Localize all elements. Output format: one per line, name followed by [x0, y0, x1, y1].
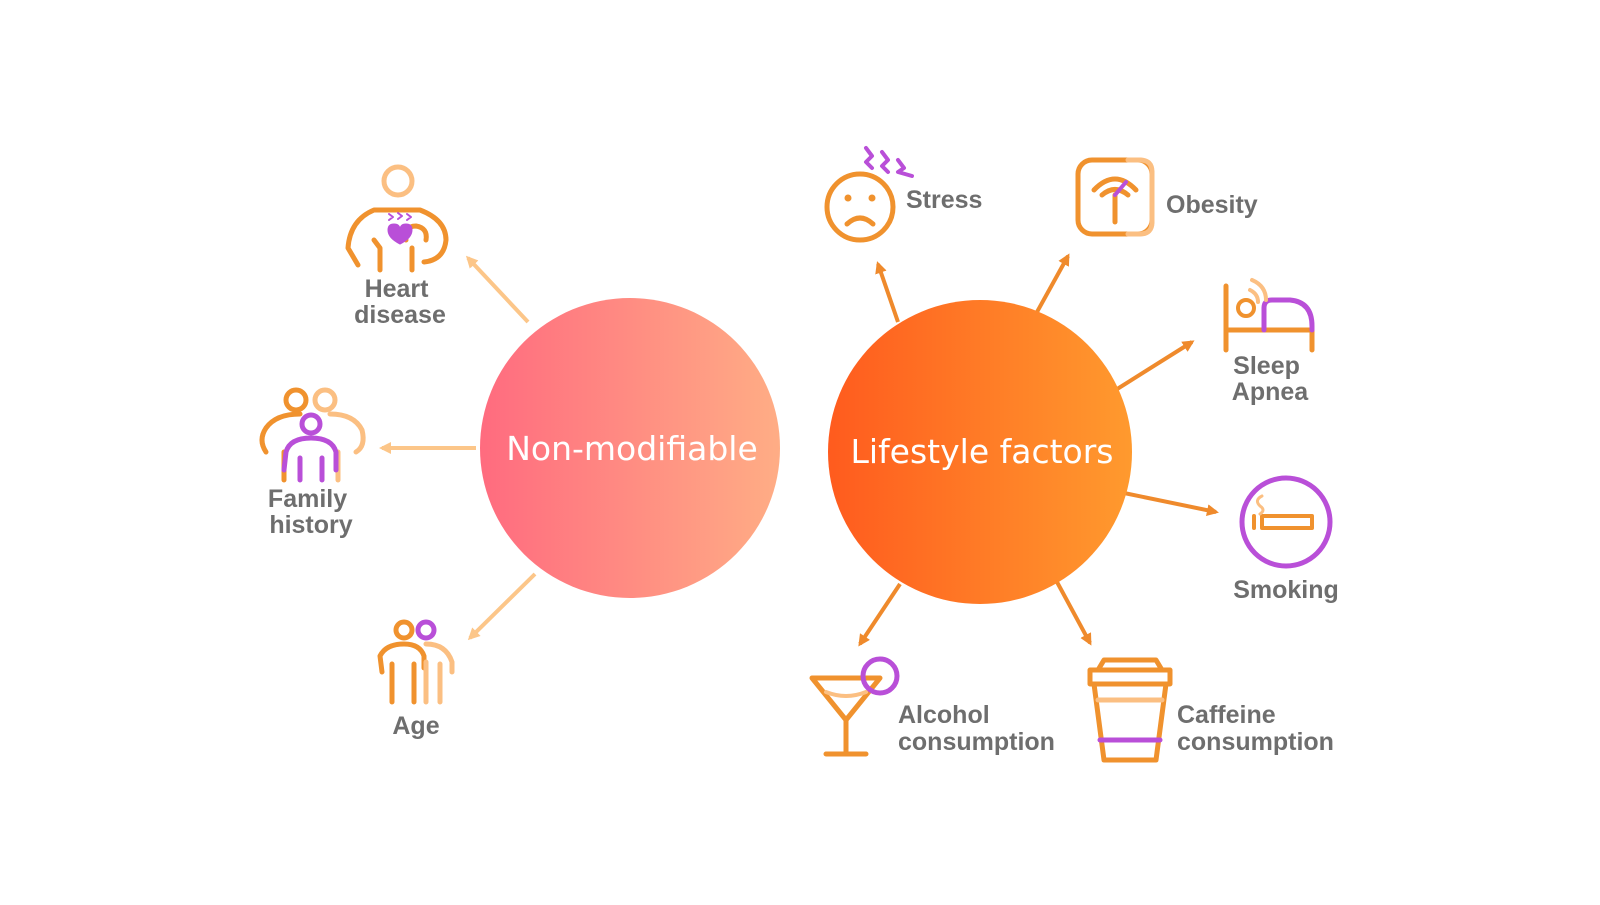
caffeine-label-line1: Caffeine: [1177, 701, 1276, 729]
stress-label: Stress: [906, 186, 982, 214]
sleep-apnea-label-line2: Apnea: [1232, 378, 1310, 406]
arrow-to-smoking: [1123, 491, 1219, 517]
bed-icon: [1223, 278, 1315, 353]
family-icon: [259, 387, 366, 483]
arrows-lifestyle: [858, 253, 1219, 647]
arrow-to-caffeine: [1055, 581, 1092, 646]
hub-lifestyle: Lifestyle factors: [828, 300, 1132, 604]
arrow-to-alcohol: [858, 582, 902, 647]
factor-obesity: Obesity: [1075, 157, 1258, 237]
arrow-to-age: [467, 572, 537, 641]
scale-icon: [1075, 157, 1155, 237]
sleep-apnea-label: Sleep Apnea: [1232, 352, 1310, 406]
sad-face-icon: [824, 146, 914, 243]
family-history-label-line1: Family: [268, 485, 347, 513]
alcohol-label-line1: Alcohol: [898, 701, 990, 729]
hub-non-modifiable-circle: [480, 298, 780, 598]
arrow-to-stress: [875, 261, 900, 323]
factor-caffeine: Caffeine consumption: [1087, 657, 1334, 763]
factor-smoking: Smoking: [1233, 475, 1339, 604]
age-label: Age: [392, 712, 439, 740]
hub-non-modifiable: Non-modifiable: [480, 298, 780, 598]
heart-disease-label: Heart disease: [354, 275, 446, 329]
caffeine-label-line2: consumption: [1177, 728, 1334, 756]
heart-disease-icon: [345, 164, 449, 273]
factor-stress: Stress: [824, 146, 982, 243]
no-smoking-icon: [1239, 475, 1333, 569]
hub-lifestyle-label: Lifestyle factors: [851, 432, 1114, 471]
arrows-non-modifiable: [379, 255, 537, 641]
caffeine-label: Caffeine consumption: [1177, 701, 1334, 756]
elderly-couple-icon: [377, 619, 455, 705]
factor-sleep-apnea: Sleep Apnea: [1223, 278, 1315, 406]
obesity-label-line1: Obesity: [1166, 191, 1258, 219]
stress-label-line1: Stress: [906, 186, 982, 214]
smoking-label-line1: Smoking: [1233, 576, 1339, 604]
sleep-apnea-label-line1: Sleep: [1233, 352, 1300, 380]
obesity-label: Obesity: [1166, 191, 1258, 219]
alcohol-label: Alcohol consumption: [898, 701, 1055, 756]
hub-non-modifiable-label: Non-modifiable: [506, 429, 758, 468]
arrow-to-obesity: [1035, 253, 1070, 313]
hub-lifestyle-circle: [828, 300, 1132, 604]
heart-disease-label-line2: disease: [354, 301, 446, 329]
factor-heart-disease: Heart disease: [345, 164, 449, 329]
cocktail-glass-icon: [809, 656, 900, 757]
smoking-label: Smoking: [1233, 576, 1339, 604]
arrow-to-heart-disease: [465, 255, 530, 324]
factor-alcohol: Alcohol consumption: [809, 656, 1055, 757]
factor-family-history: Family history: [259, 387, 366, 539]
family-history-label: Family history: [268, 485, 354, 539]
heart-disease-label-line1: Heart: [365, 275, 430, 303]
family-history-label-line2: history: [269, 511, 352, 539]
age-label-line1: Age: [392, 712, 439, 740]
alcohol-label-line2: consumption: [898, 728, 1055, 756]
coffee-cup-icon: [1087, 657, 1173, 763]
factor-age: Age: [377, 619, 455, 740]
arrow-to-sleep-apnea: [1112, 340, 1195, 393]
